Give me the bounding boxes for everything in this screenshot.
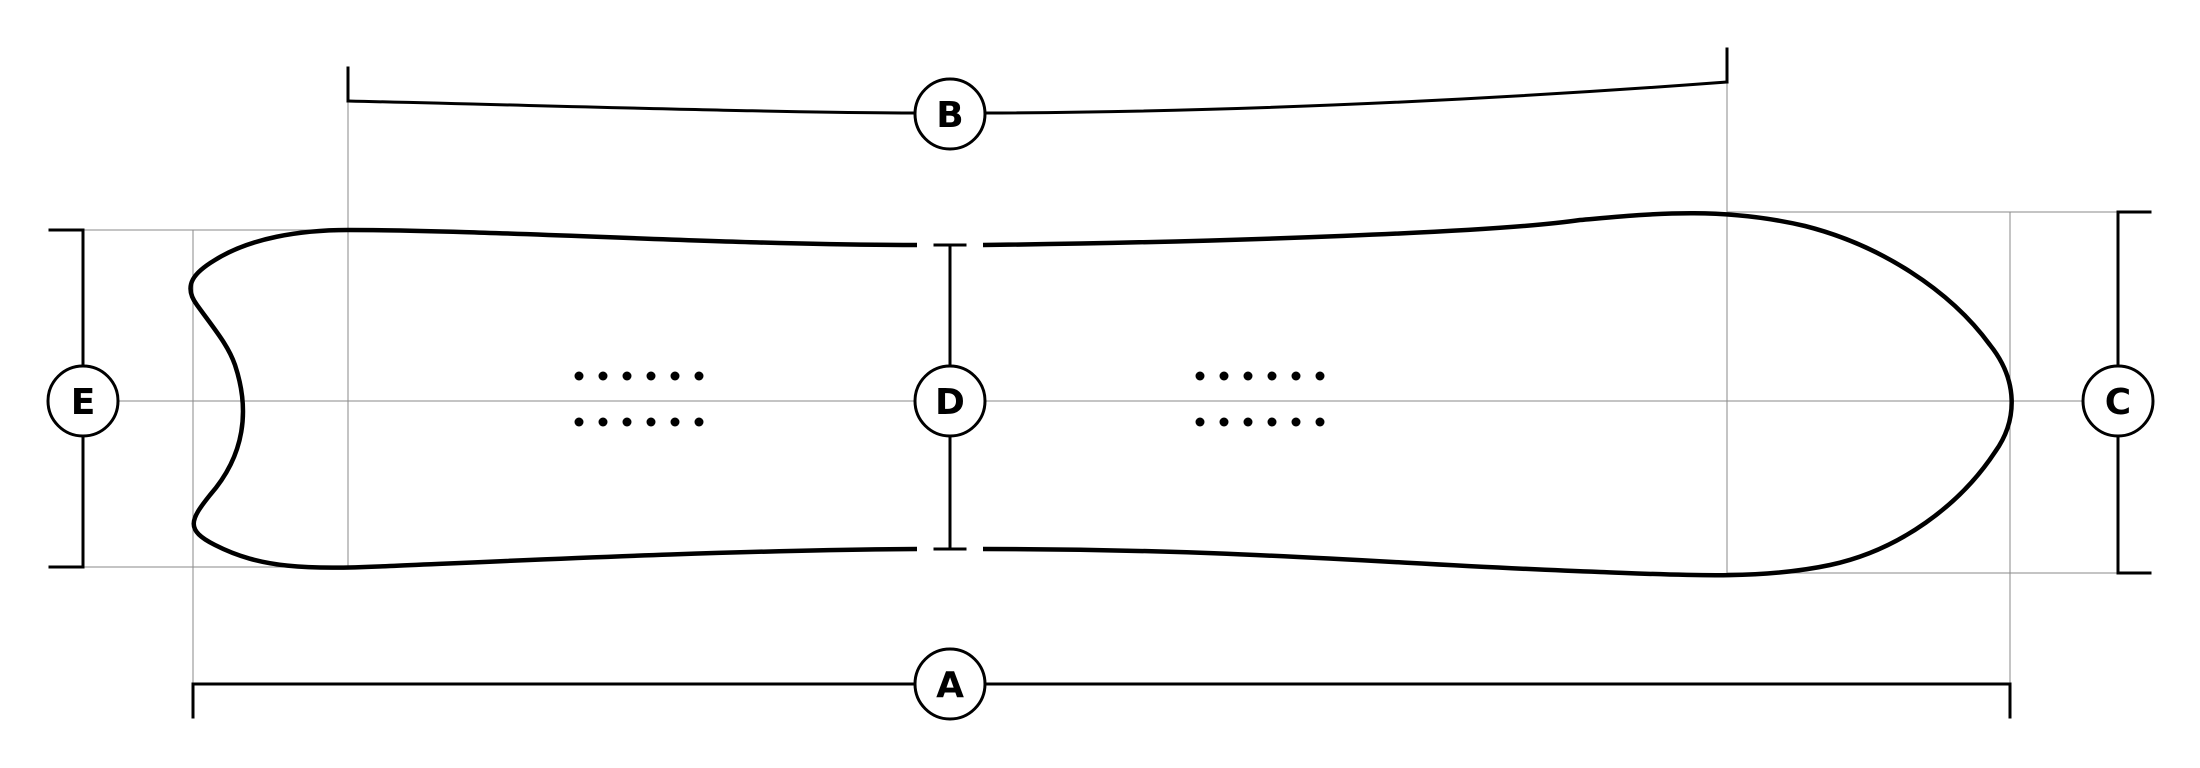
insert-dot	[1315, 417, 1325, 427]
dimension-b-badge	[913, 77, 987, 151]
insert-dot	[694, 417, 704, 427]
dimension-b-line-right	[983, 80, 1729, 115]
insert-dot	[574, 371, 584, 381]
board-outline	[188, 211, 2014, 578]
insert-dot	[574, 417, 584, 427]
insert-dot	[1243, 371, 1253, 381]
insert-dot	[598, 417, 608, 427]
dimension-d-label: D	[935, 382, 965, 423]
insert-dot	[1219, 417, 1229, 427]
board-outline-top	[188, 227, 918, 570]
insert-dot	[694, 371, 704, 381]
insert-dot	[1267, 417, 1277, 427]
dimension-c: C	[2081, 210, 2155, 575]
dimension-e-badge	[46, 364, 120, 438]
dimension-a: A	[191, 647, 2012, 721]
insert-dot	[1219, 371, 1229, 381]
board-outline-nose	[982, 211, 2014, 578]
dimension-b: B	[346, 47, 1729, 151]
binding-inserts-front	[1195, 371, 1325, 427]
guide-lines	[55, 70, 2150, 705]
insert-dot	[1291, 371, 1301, 381]
dimension-e-label: E	[71, 382, 96, 423]
dimension-a-label: A	[936, 665, 964, 706]
insert-dot	[622, 417, 632, 427]
insert-dot	[646, 417, 656, 427]
dimension-a-badge	[913, 647, 987, 721]
insert-dot	[646, 371, 656, 381]
insert-dot	[670, 417, 680, 427]
insert-dot	[598, 371, 608, 381]
insert-dot	[670, 371, 680, 381]
insert-dot	[1267, 371, 1277, 381]
insert-dot	[1315, 371, 1325, 381]
dimension-d: D	[913, 243, 987, 551]
insert-dot	[1243, 417, 1253, 427]
dimension-c-label: C	[2105, 382, 2131, 423]
dimension-e: E	[46, 228, 120, 569]
insert-dot	[1195, 417, 1205, 427]
insert-dot	[622, 371, 632, 381]
insert-dot	[1195, 371, 1205, 381]
dimension-d-badge	[913, 364, 987, 438]
dimension-b-line-left	[346, 99, 917, 115]
insert-dot	[1291, 417, 1301, 427]
dimension-b-label: B	[936, 95, 963, 136]
dimension-c-badge	[2081, 364, 2155, 438]
binding-inserts-rear	[574, 371, 704, 427]
